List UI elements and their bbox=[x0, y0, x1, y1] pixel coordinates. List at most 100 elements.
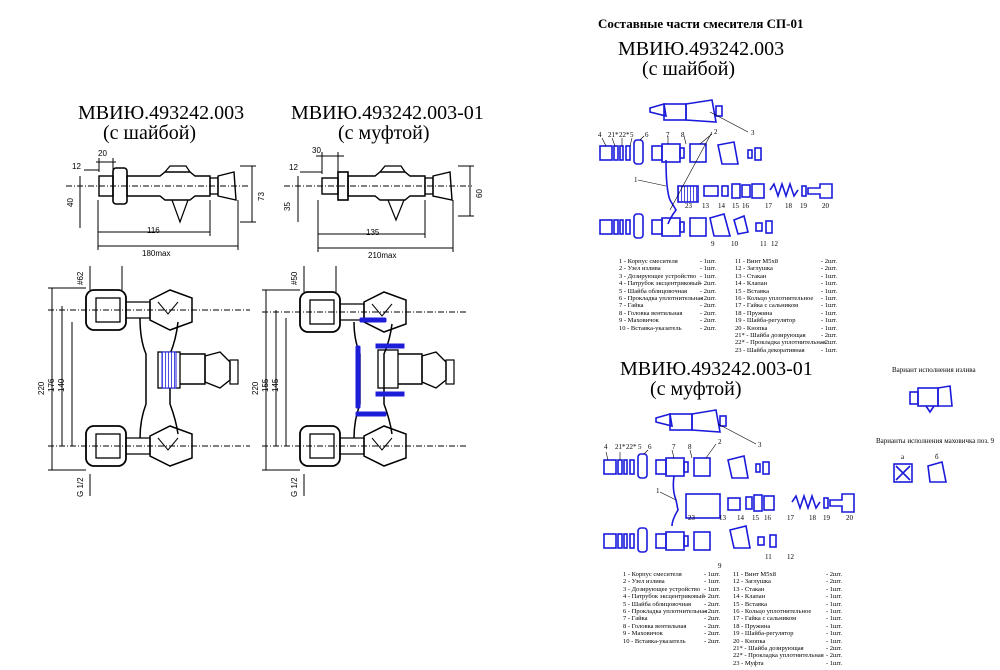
legend-item-qty: - 1шт. bbox=[821, 287, 838, 295]
legend-item-name: 12 - Заглушка bbox=[735, 265, 773, 273]
legend-item-name: 18 - Пружина bbox=[733, 622, 771, 630]
legend-item-qty: - 2шт. bbox=[700, 287, 717, 295]
legend-item-name: 5 - Шайба облицовочная bbox=[619, 287, 687, 295]
part-callout: 4 bbox=[604, 443, 608, 451]
dim-a-6: 180max bbox=[142, 249, 171, 258]
part-callout: 14 bbox=[718, 202, 725, 210]
legend-item-name: 2 - Узел излива bbox=[619, 265, 661, 273]
legend-item-name: 12 - Заглушка bbox=[733, 578, 771, 586]
legend-item-qty: - 2шт. bbox=[704, 630, 721, 638]
right-model-washer-subheading: (с шайбой) bbox=[642, 58, 736, 80]
handle-variant-label: Варианты исполнения маховичка поз. 9 bbox=[876, 437, 995, 445]
legend-item-name: 10 - Вставка-указатель bbox=[623, 637, 686, 645]
part-callout: 16 bbox=[742, 202, 749, 210]
legend-item-name: 16 - Кольцо уплотнительное bbox=[735, 294, 814, 302]
legend-bottom-left-qty: - 1шт.- 1шт.- 1шт.- 2шт.- 2шт.- 2шт.- 2ш… bbox=[704, 571, 728, 645]
legend-item-qty: - 1шт. bbox=[821, 324, 838, 332]
legend-item-name: 17 - Гайка с сальником bbox=[735, 302, 799, 310]
legend-item-qty: - 1шт. bbox=[826, 585, 843, 593]
side-view-washer bbox=[66, 158, 256, 250]
dim-a-2: 12 bbox=[72, 162, 81, 171]
dim-b-1: 30 bbox=[312, 146, 321, 155]
part-callout: 19 bbox=[800, 202, 807, 210]
legend-item-qty: - 2шт. bbox=[826, 652, 843, 660]
legend-item-qty: - 1шт. bbox=[826, 600, 843, 608]
part-callout: 13 bbox=[719, 514, 726, 522]
legend-item-qty: - 2шт. bbox=[700, 324, 717, 332]
legend-item-name: 13 - Стакан bbox=[733, 585, 765, 593]
legend-item-qty: - 1шт. bbox=[821, 309, 838, 317]
legend-item-name: 2 - Узел излива bbox=[623, 578, 665, 586]
part-callout: 7 bbox=[666, 131, 670, 139]
legend-item-qty: - 1шт. bbox=[821, 280, 838, 288]
legend-item-name: 23 - Шайба декоративная bbox=[735, 346, 805, 354]
part-callout: 22* bbox=[626, 443, 637, 451]
legend-item-qty: - 1шт. bbox=[826, 659, 843, 667]
spout-variant-drawing bbox=[909, 385, 953, 414]
legend-item-name: 9 - Маховичок bbox=[623, 630, 663, 638]
legend-bottom-right-qty: - 2шт.- 2шт.- 1шт.- 1шт.- 1шт.- 1шт.- 1ш… bbox=[826, 571, 850, 667]
part-callout: 12 bbox=[771, 240, 778, 248]
legend-item-qty: - 2шт. bbox=[826, 644, 843, 652]
part-callout: 18 bbox=[785, 202, 792, 210]
spout-variant-label: Вариант исполнения излива bbox=[892, 366, 976, 374]
legend-item-qty: - 2шт. bbox=[821, 258, 838, 265]
part-callout: 11 bbox=[765, 553, 772, 561]
handle-variant-b: б bbox=[935, 453, 939, 461]
front-view-coupling bbox=[262, 266, 466, 496]
legend-item-qty: - 1шт. bbox=[821, 302, 838, 310]
dim-c-4: 140 bbox=[57, 378, 66, 392]
legend-item-qty: - 2шт. bbox=[826, 571, 843, 578]
part-callout: 17 bbox=[787, 514, 794, 522]
dim-a-5: 116 bbox=[147, 226, 160, 235]
legend-item-name: 10 - Вставка-указатель bbox=[619, 324, 682, 332]
dim-d-2: 220 bbox=[251, 381, 260, 395]
legend-item-qty: - 2шт. bbox=[704, 622, 721, 630]
part-callout: 13 bbox=[702, 202, 709, 210]
leader-lines bbox=[601, 111, 757, 501]
legend-item-name: 1 - Корпус смесителя bbox=[619, 258, 678, 265]
part-callout: 23 bbox=[685, 202, 692, 210]
part-callout: 10 bbox=[731, 240, 738, 248]
legend-item-qty: - 1шт. bbox=[826, 622, 843, 630]
dim-d-4: 145 bbox=[271, 378, 280, 392]
dim-b-4: 60 bbox=[475, 189, 484, 198]
legend-item-name: 3 - Дозирующее устройство bbox=[623, 585, 701, 593]
legend-item-qty: - 1шт. bbox=[821, 272, 838, 280]
legend-item-name: 13 - Стакан bbox=[735, 272, 767, 280]
part-callout: 5 bbox=[630, 131, 634, 139]
legend-item-qty: - 1шт. bbox=[700, 258, 717, 265]
legend-item-name: 20 - Кнопка bbox=[733, 637, 766, 645]
legend-item-qty: - 2шт. bbox=[704, 593, 721, 601]
part-callout: 9 bbox=[718, 562, 722, 570]
legend-item-name: 14 - Клапан bbox=[733, 593, 766, 601]
part-callout: 3 bbox=[751, 129, 755, 137]
exploded-view-washer bbox=[599, 99, 833, 239]
right-model-coupling-subheading: (с муфтой) bbox=[650, 378, 742, 400]
side-view-coupling bbox=[284, 152, 474, 252]
legend-item-qty: - 1шт. bbox=[826, 615, 843, 623]
legend-item-name: 17 - Гайка с сальником bbox=[733, 615, 797, 623]
legend-item-name: 1 - Корпус смесителя bbox=[623, 571, 682, 578]
legend-item-qty: - 1шт. bbox=[821, 317, 838, 325]
dim-a-3: 40 bbox=[66, 198, 75, 207]
legend-item-qty: - 2шт. bbox=[821, 339, 838, 347]
part-callout: 4 bbox=[598, 131, 602, 139]
dim-a-4: 73 bbox=[257, 192, 266, 201]
legend-item-qty: - 2шт. bbox=[826, 578, 843, 586]
part-callout: 8 bbox=[688, 443, 692, 451]
left-blue-highlights bbox=[161, 317, 405, 417]
dim-d-1: #50 bbox=[290, 271, 299, 285]
model-coupling-subheading: (с муфтой) bbox=[338, 122, 430, 144]
dim-b-3: 35 bbox=[283, 202, 292, 211]
part-callout: 20 bbox=[846, 514, 853, 522]
legend-item-name: 4 - Патрубок эксцентриковый bbox=[619, 280, 701, 288]
part-callout: 20 bbox=[822, 202, 829, 210]
legend-item-name: 8 - Головка вентильная bbox=[623, 622, 687, 630]
part-callout: 8 bbox=[681, 131, 685, 139]
legend-item-name: 8 - Головка вентильная bbox=[619, 309, 683, 317]
legend-item-qty: - 2шт. bbox=[700, 302, 717, 310]
part-callout: 18 bbox=[809, 514, 816, 522]
dim-b-6: 210max bbox=[368, 251, 397, 260]
